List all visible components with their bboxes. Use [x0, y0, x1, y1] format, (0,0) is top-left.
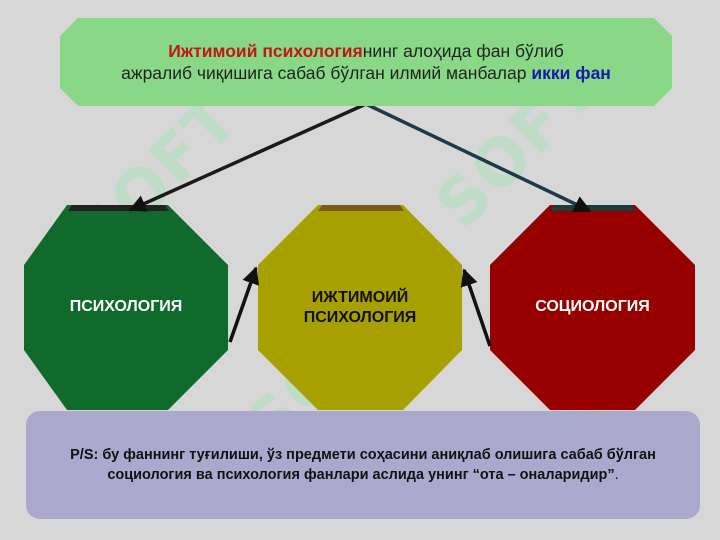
arrow-to-psychology: [128, 102, 367, 212]
social-psychology-line2: ПСИХОЛОГИЯ: [303, 309, 417, 326]
right-octagon: [490, 205, 695, 410]
left-octagon-top-edge: [68, 205, 169, 211]
header-text-part1: нинг алоҳида фан бўлиб: [362, 41, 564, 61]
social-psychology-label: ИЖТИМОИЙ ПСИХОЛОГИЯ: [258, 286, 462, 330]
header-box: Ижтимоий психологиянинг алоҳида фан бўли…: [60, 18, 672, 106]
arrow-sociology-to-social: [460, 268, 492, 347]
note-period: .: [614, 467, 619, 483]
header-text-part2: ажралиб чиқишига сабаб бўлган илмий манб…: [121, 63, 532, 83]
header-highlight-two: икки фан: [531, 63, 611, 83]
center-octagon-top-edge: [318, 205, 404, 211]
right-octagon-top-edge: [550, 205, 636, 211]
header-text: Ижтимоий психологиянинг алоҳида фан бўли…: [121, 40, 611, 84]
note-box: P/S: бу фаннинг туғилиши, ўз предмети со…: [26, 411, 700, 519]
note-text-wrap: P/S: бу фаннинг туғилиши, ўз предмети со…: [46, 445, 680, 485]
arrow-to-sociology: [365, 102, 592, 213]
sociology-label: СОЦИОЛОГИЯ: [535, 298, 650, 315]
arrow-psychology-to-social: [228, 266, 260, 343]
left-octagon: [24, 205, 228, 410]
header-highlight: Ижтимоий психология: [168, 41, 363, 61]
center-octagon: [258, 205, 462, 410]
social-psychology-line1: ИЖТИМОИЙ: [311, 289, 409, 306]
note-text: P/S: бу фаннинг туғилиши, ўз предмети со…: [70, 447, 656, 483]
psychology-label: ПСИХОЛОГИЯ: [69, 298, 183, 315]
